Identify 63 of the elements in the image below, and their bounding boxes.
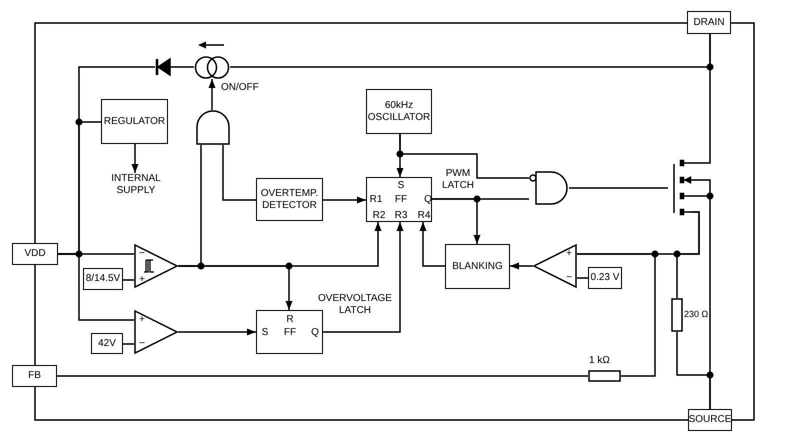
signal-arrow bbox=[432, 198, 480, 244]
sign-label: + bbox=[139, 315, 145, 325]
wire bbox=[577, 253, 656, 377]
flip-flop-box bbox=[366, 177, 432, 222]
wire bbox=[399, 134, 529, 179]
wire bbox=[230, 34, 711, 68]
value-label: 1 kΩ bbox=[589, 355, 610, 367]
and-gate-symbol bbox=[196, 110, 230, 145]
signal-arrow bbox=[178, 328, 256, 336]
wire bbox=[58, 253, 134, 321]
signal-arrow bbox=[323, 222, 404, 333]
pin-box: SOURCE bbox=[688, 409, 732, 431]
sign-label: − bbox=[139, 339, 145, 349]
wire bbox=[170, 66, 194, 68]
signal-arrow bbox=[323, 196, 366, 204]
regulator-box: REGULATOR bbox=[101, 99, 168, 144]
gate-symbol bbox=[529, 171, 569, 205]
oscillator-box: 60kHz OSCILLATOR bbox=[366, 89, 432, 134]
wire bbox=[123, 279, 134, 281]
wire bbox=[676, 211, 700, 298]
wire bbox=[691, 179, 711, 410]
pin-box: DRAIN bbox=[687, 11, 731, 34]
sign-label: + bbox=[139, 275, 145, 285]
wire bbox=[222, 145, 256, 201]
port-label: R bbox=[286, 315, 294, 325]
port-label: R1 bbox=[370, 195, 382, 205]
wire bbox=[577, 277, 588, 279]
current-source-symbol bbox=[194, 56, 230, 79]
port-label: R3 bbox=[394, 211, 408, 221]
reference-box: 8/14.5V bbox=[83, 268, 123, 290]
reference-box: 0.23 V bbox=[588, 267, 622, 289]
wire bbox=[123, 343, 134, 345]
signal-arrow bbox=[420, 222, 445, 267]
port-label: R4 bbox=[418, 211, 430, 221]
port-label: S bbox=[398, 181, 404, 191]
supply-label: INTERNAL SUPPLY bbox=[108, 173, 164, 199]
signal-arrow bbox=[510, 262, 533, 270]
flip-flop-box bbox=[256, 310, 323, 354]
sign-label: − bbox=[139, 249, 145, 259]
port-label: R2 bbox=[372, 211, 386, 221]
wire bbox=[569, 187, 668, 189]
signal-arrow bbox=[178, 265, 292, 310]
port-label: FF bbox=[394, 195, 408, 205]
latch-label: PWM LATCH bbox=[440, 168, 476, 192]
pin-box: FB bbox=[12, 365, 57, 387]
diode-symbol bbox=[155, 58, 170, 76]
blanking-box: BLANKING bbox=[445, 244, 510, 289]
port-label: S bbox=[262, 328, 268, 338]
wire bbox=[57, 375, 588, 377]
sign-label: + bbox=[566, 249, 572, 259]
detector-box: OVERTEMP. DETECTOR bbox=[256, 178, 323, 221]
resistor-symbol bbox=[588, 370, 621, 382]
signal-arrow bbox=[208, 79, 216, 110]
reference-box: 42V bbox=[91, 333, 123, 354]
port-label: Q bbox=[311, 328, 319, 338]
value-label: 230 Ω bbox=[684, 309, 708, 320]
latch-label: OVERVOLTAGE LATCH bbox=[317, 293, 393, 317]
switch-label: ON/OFF bbox=[221, 82, 259, 94]
signal-arrow bbox=[132, 144, 138, 173]
resistor-symbol bbox=[671, 298, 683, 332]
port-label: FF bbox=[284, 328, 296, 338]
sign-label: − bbox=[566, 273, 572, 283]
pin-box: VDD bbox=[12, 243, 58, 265]
